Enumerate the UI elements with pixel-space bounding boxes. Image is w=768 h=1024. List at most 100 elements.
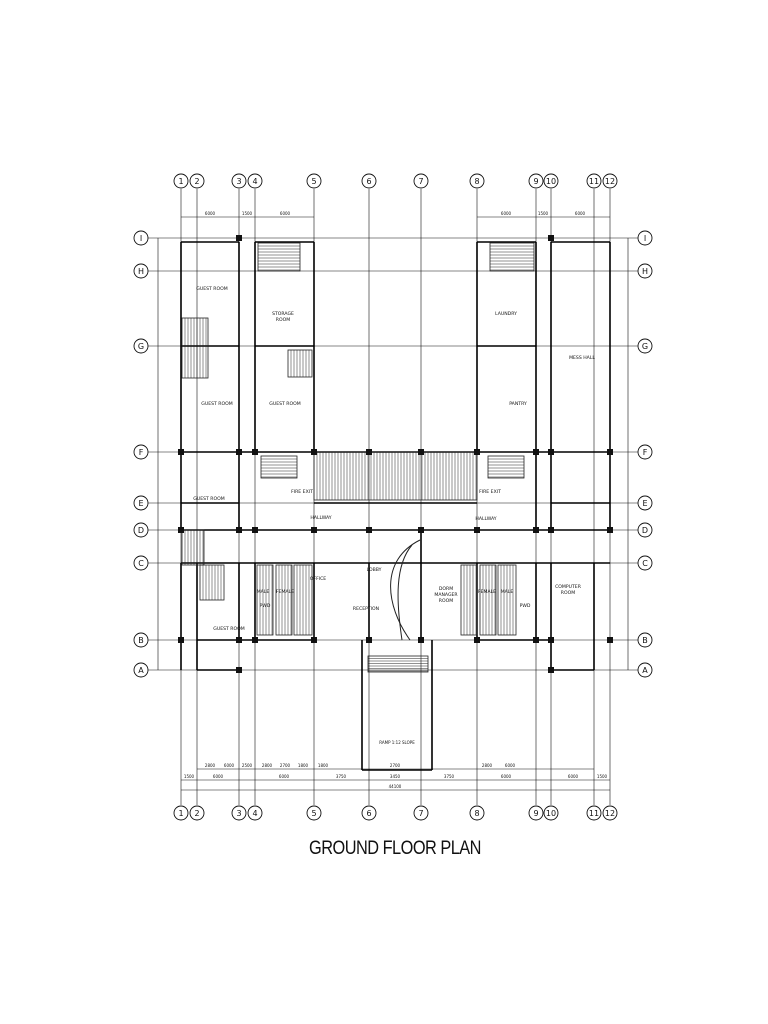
entrance-steps	[367, 655, 429, 673]
svg-text:D: D	[138, 526, 144, 535]
grid-bubble-col-2-bottom: 2	[189, 805, 205, 821]
room-label-pwd-right: PWD	[520, 603, 531, 609]
toilet-hatch-pwd-right	[460, 564, 478, 636]
room-label-male-right: MALE	[501, 589, 514, 595]
grid-bubble-col-8-bottom: 8	[469, 805, 485, 821]
grid-bubble-col-10-top: 10	[543, 173, 559, 189]
column-13	[418, 527, 424, 533]
drawing-title-wrap: GROUND FLOOR PLAN	[55, 838, 715, 860]
dim-bottom-row1-5: 1800	[298, 763, 309, 768]
svg-text:D: D	[642, 526, 648, 535]
toilet-hatch-male-right	[497, 564, 517, 636]
grid-bubble-row-E-left: E	[133, 495, 149, 511]
svg-text:8: 8	[474, 809, 479, 818]
room-label-office: OFFICE	[310, 576, 326, 582]
grid-bubble-row-C-left: C	[133, 555, 149, 571]
dim-top-right-1: 1500	[538, 211, 549, 216]
dim-bottom-row2-8: 1500	[597, 774, 608, 779]
svg-text:10: 10	[546, 809, 556, 818]
room-label-guest-room-3: GUEST ROOM	[269, 401, 300, 407]
svg-text:8: 8	[474, 177, 479, 186]
svg-text:1: 1	[178, 809, 183, 818]
room-label-guest-room-1: GUEST ROOM	[196, 286, 227, 292]
grid-bubble-col-6-bottom: 6	[361, 805, 377, 821]
grid-bubble-col-10-bottom: 10	[543, 805, 559, 821]
column-18	[533, 449, 539, 455]
dim-ramp-note: RAMP 1:12 SLOPE	[379, 740, 415, 745]
column-2	[178, 637, 184, 643]
room-label-fire-exit-right: FIRE EXIT	[479, 489, 501, 495]
column-15	[474, 449, 480, 455]
svg-text:A: A	[138, 666, 144, 675]
svg-text:I: I	[644, 234, 646, 243]
dim-bottom-row1-0: 2800	[205, 763, 216, 768]
column-26	[236, 527, 242, 533]
column-29	[548, 235, 554, 241]
toilet-hatch-left-3	[181, 529, 205, 566]
svg-text:5: 5	[311, 177, 316, 186]
grid-bubble-row-C-right: C	[637, 555, 653, 571]
room-label-pwd-left: PWD	[260, 603, 271, 609]
column-9	[366, 449, 372, 455]
grid-bubble-row-B-right: B	[637, 632, 653, 648]
svg-text:11: 11	[589, 809, 599, 818]
column-7	[311, 527, 317, 533]
grid-bubble-col-3-top: 3	[231, 173, 247, 189]
svg-text:4: 4	[252, 809, 257, 818]
dim-bottom-row1-1: 6000	[224, 763, 235, 768]
dim-bottom-row2-7: 6000	[568, 774, 579, 779]
svg-text:4: 4	[252, 177, 257, 186]
room-label-guest-room-2: GUEST ROOM	[201, 401, 232, 407]
room-label-laundry: LAUNDRY	[495, 311, 517, 317]
dim-bottom-row2-0: 1500	[184, 774, 195, 779]
grid-bubble-row-A-right: A	[637, 662, 653, 678]
svg-text:12: 12	[605, 177, 615, 186]
column-23	[607, 637, 613, 643]
grid-bubble-col-8-top: 8	[469, 173, 485, 189]
svg-text:H: H	[642, 267, 648, 276]
room-label-reception: RECEPTION	[353, 606, 379, 612]
svg-text:2: 2	[194, 177, 199, 186]
grid-bubble-row-F-right: F	[637, 444, 653, 460]
svg-text:A: A	[642, 666, 648, 675]
dim-bottom-row1-2: 2500	[242, 763, 253, 768]
column-19	[533, 527, 539, 533]
dim-top-left-0: 6000	[205, 211, 216, 216]
dim-bottom-row1-4: 2700	[280, 763, 291, 768]
grid-bubble-col-5-bottom: 5	[306, 805, 322, 821]
room-label-lobby: LOBBY	[367, 567, 382, 573]
grid-bubble-row-G-left: G	[133, 338, 149, 354]
dim-bottom-row2-4: 3450	[390, 774, 401, 779]
grid-bubble-row-E-right: E	[637, 495, 653, 511]
svg-text:9: 9	[533, 809, 538, 818]
grid-bubble-row-D-right: D	[637, 522, 653, 538]
dim-bottom-row1-7: 2700	[390, 763, 401, 768]
dim-bottom-row1-6: 1800	[318, 763, 329, 768]
room-label-female-right: FEMALE	[478, 589, 496, 595]
toilet-hatch-female-right	[479, 564, 497, 636]
dim-overall: 44100	[389, 784, 402, 789]
grid-bubble-col-4-bottom: 4	[247, 805, 263, 821]
column-30	[548, 449, 554, 455]
svg-text:10: 10	[546, 177, 556, 186]
grid-bubble-col-12-bottom: 12	[602, 805, 618, 821]
grid-bubble-col-11-top: 11	[586, 173, 602, 189]
toilet-hatch-left-4	[199, 564, 225, 601]
column-24	[236, 235, 242, 241]
dim-top-left-2: 6000	[280, 211, 291, 216]
grid-bubble-col-7-top: 7	[413, 173, 429, 189]
dim-top-right-2: 6000	[575, 211, 586, 216]
column-22	[607, 527, 613, 533]
room-label-fire-exit-left: FIRE EXIT	[291, 489, 313, 495]
column-20	[533, 637, 539, 643]
column-14	[418, 637, 424, 643]
column-28	[236, 667, 242, 673]
svg-text:B: B	[642, 636, 648, 645]
grid-bubble-col-5-top: 5	[306, 173, 322, 189]
dim-bottom-row1-3: 2800	[262, 763, 273, 768]
grid-bubble-row-I-right: I	[637, 230, 653, 246]
